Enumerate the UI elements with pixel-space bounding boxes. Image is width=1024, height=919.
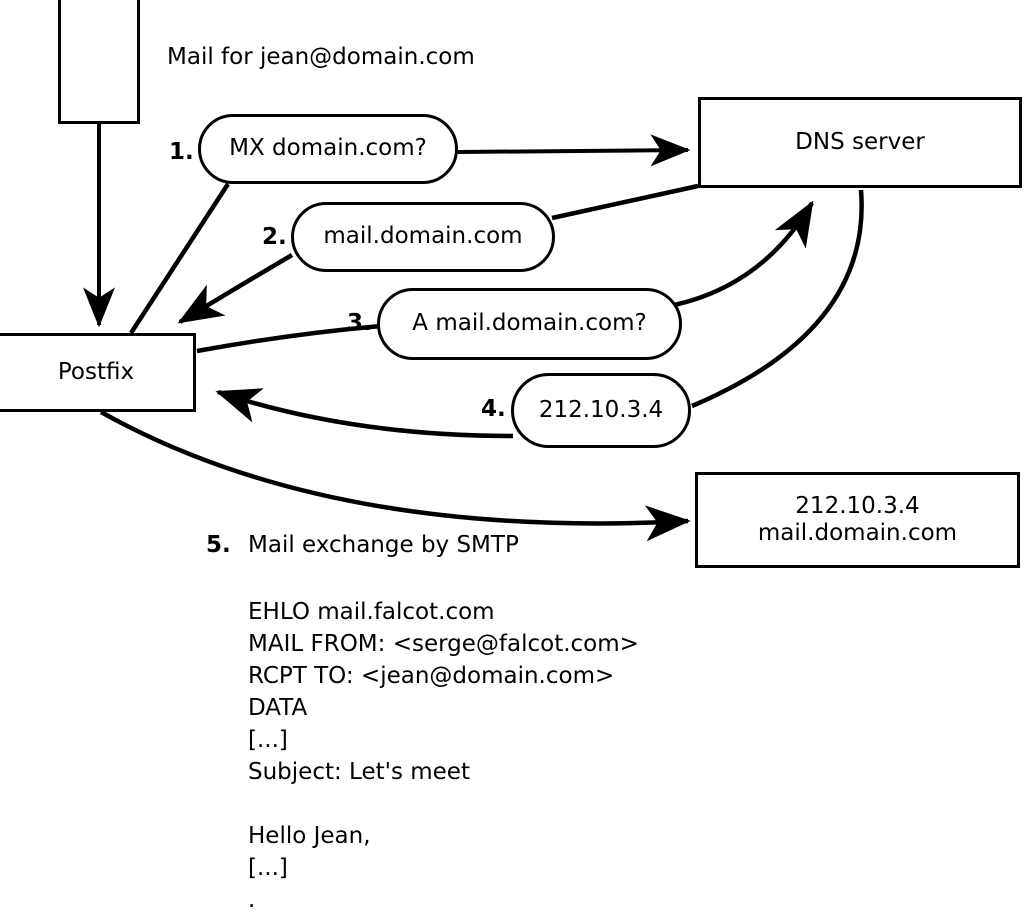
step-4-number: 4. xyxy=(481,396,506,422)
step-3-bubble: A mail.domain.com? xyxy=(377,288,682,360)
step-1-number: 1. xyxy=(169,139,194,165)
step-5-label: Mail exchange by SMTP xyxy=(248,532,519,558)
postfix-box: Postfix xyxy=(0,333,196,412)
connector-dns-to-step2 xyxy=(551,183,699,221)
connector-postfix-to-step1 xyxy=(129,182,230,335)
mail-for-title: Mail for jean@domain.com xyxy=(167,44,475,70)
step-4-bubble: 212.10.3.4 xyxy=(511,373,691,448)
step-2-bubble-label: mail.domain.com xyxy=(323,223,523,250)
mail-client-box xyxy=(58,0,140,124)
dns-server-label: DNS server xyxy=(795,128,925,155)
connector-step2-to-postfix xyxy=(177,253,294,324)
step-4-bubble-label: 212.10.3.4 xyxy=(538,396,664,423)
step-3-number: 3. xyxy=(347,310,372,336)
postfix-label: Postfix xyxy=(57,358,135,385)
dns-server-box: DNS server xyxy=(698,97,1022,188)
connector-dns-to-step4 xyxy=(691,189,864,409)
step-1-bubble: MX domain.com? xyxy=(198,114,458,184)
connector-step4-to-postfix xyxy=(215,388,514,439)
step-2-number: 2. xyxy=(262,224,287,250)
connector-step3-to-dns xyxy=(663,200,814,310)
step-3-bubble-label: A mail.domain.com? xyxy=(412,310,647,337)
step-2-bubble: mail.domain.com xyxy=(291,202,555,272)
mail-host-box: 212.10.3.4 mail.domain.com xyxy=(695,472,1020,568)
mail-host-label: 212.10.3.4 mail.domain.com xyxy=(757,492,958,546)
smtp-transcript: EHLO mail.falcot.com MAIL FROM: <serge@f… xyxy=(248,599,639,913)
step-5-number: 5. xyxy=(206,532,231,558)
connector-step1-to-dns xyxy=(457,134,691,167)
step-1-bubble-label: MX domain.com? xyxy=(229,135,427,162)
